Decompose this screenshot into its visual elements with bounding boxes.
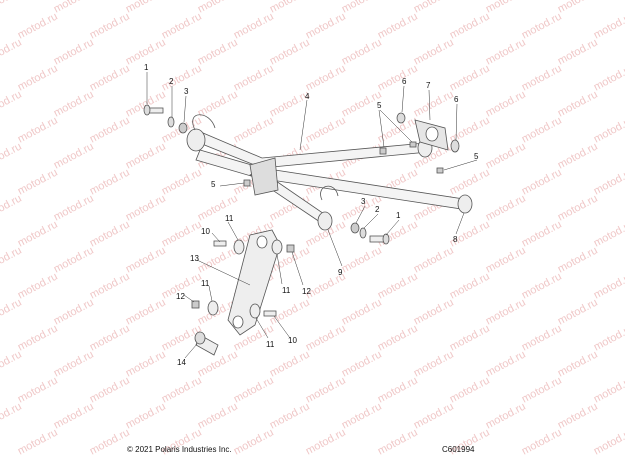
ball-joint-bore <box>425 126 439 142</box>
nut-right <box>350 222 360 234</box>
nut-12-top <box>286 244 295 253</box>
mount-hook-left <box>192 114 216 131</box>
washer-6-right <box>450 139 460 153</box>
callout-label: 5 <box>377 101 382 110</box>
pivot-boss-right <box>457 194 473 214</box>
washer-11-d <box>249 303 261 319</box>
figure-code: C601994 <box>442 445 475 454</box>
callout-label: 5 <box>211 180 216 189</box>
nut-12-left <box>191 300 200 309</box>
callout-label: 3 <box>184 87 189 96</box>
callout-label: 10 <box>201 227 210 236</box>
callout-label: 11 <box>266 340 275 349</box>
washer-right <box>359 227 367 239</box>
mount-hook-right <box>320 185 339 201</box>
bushing-end <box>194 331 206 345</box>
nut-left <box>178 122 188 134</box>
bolt-10-top <box>213 240 227 247</box>
washer-11-a <box>233 239 245 255</box>
callout-label: 11 <box>201 279 210 288</box>
callout-label: 12 <box>302 287 311 296</box>
callout-label: 3 <box>361 197 366 206</box>
callout-label: 9 <box>338 268 343 277</box>
link-arm-hole-top <box>256 235 268 249</box>
callout-label: 6 <box>454 95 459 104</box>
grease-fitting-right <box>436 167 444 174</box>
shock-bracket <box>249 157 279 196</box>
callout-label: 8 <box>453 235 458 244</box>
washer-11-c <box>207 300 219 316</box>
washer-left <box>167 116 175 128</box>
pivot-boss-center <box>317 211 333 231</box>
callout-label: 4 <box>305 92 310 101</box>
callout-label: 1 <box>144 63 149 72</box>
callout-label: 1 <box>396 211 401 220</box>
grease-fitting-top <box>379 147 387 155</box>
link-arm-hole-bottom <box>232 315 244 329</box>
callout-label: 11 <box>282 286 291 295</box>
callout-label: 10 <box>288 336 297 345</box>
bolt-10-bottom <box>263 310 277 317</box>
callout-label: 12 <box>176 292 185 301</box>
grease-fitting-left <box>243 179 251 187</box>
bolt-head-right <box>382 233 390 245</box>
pivot-boss-left <box>186 128 206 152</box>
copyright-text: © 2021 Polaris Industries Inc. <box>127 445 232 454</box>
bolt-head-left <box>143 104 151 116</box>
callout-label: 6 <box>402 77 407 86</box>
callout-label: 2 <box>169 77 174 86</box>
callout-label: 13 <box>190 254 199 263</box>
washer-11-b <box>271 239 283 255</box>
callout-label: 5 <box>474 152 479 161</box>
callout-label: 2 <box>375 205 380 214</box>
callout-label: 11 <box>225 214 234 223</box>
callout-label: 7 <box>426 81 431 90</box>
washer-6-top <box>396 112 406 124</box>
grease-fitting-mid <box>409 141 417 148</box>
callout-label: 14 <box>177 358 186 367</box>
